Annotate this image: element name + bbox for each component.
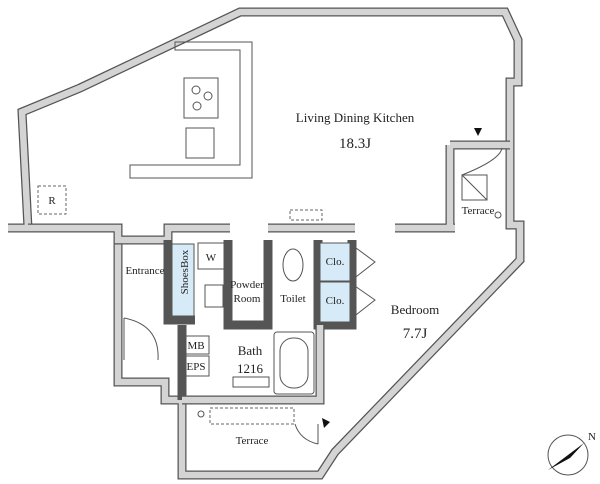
- mb-box: [182, 335, 210, 355]
- mb-label: MB: [187, 340, 204, 352]
- toilet-icon: [282, 248, 304, 282]
- closet-2: [319, 281, 351, 323]
- compass-north-label: N: [588, 431, 596, 443]
- shoes-box-label: ShoesBox: [179, 249, 191, 294]
- washer-label: W: [206, 252, 217, 264]
- closet-1-label: Clo.: [326, 256, 345, 268]
- bedroom-label: Bedroom: [391, 302, 439, 317]
- washbasin: [204, 284, 224, 308]
- bathtub-outer: [273, 331, 315, 395]
- terrace-ne-label: Terrace: [462, 205, 495, 217]
- bath-counter: [232, 376, 270, 388]
- sink-icon: [185, 127, 215, 159]
- toilet-label: Toilet: [280, 293, 306, 305]
- entrance-label: Entrance: [125, 265, 164, 277]
- terrace-ne: Terrace: [461, 128, 503, 219]
- eps-label: EPS: [187, 361, 206, 373]
- terrace-s-window: [209, 407, 295, 425]
- washer-space: [197, 242, 226, 270]
- terrace-arrow-icon: [322, 418, 330, 428]
- closet-2-label: Clo.: [326, 295, 345, 307]
- powder-room-label-line1: Powder: [230, 279, 264, 291]
- entry-arrow-icon: [474, 128, 482, 136]
- ldk-size: 18.3J: [339, 136, 371, 152]
- bath-label: Bath: [238, 343, 263, 358]
- stove-icon: [183, 77, 219, 119]
- powder-room-label-line2: Room: [234, 293, 261, 305]
- closet-1: [319, 242, 351, 282]
- kitchen-counter: [129, 41, 253, 179]
- bathtub-icon: [279, 337, 309, 389]
- window-sill: [289, 209, 323, 221]
- eps-box: [182, 355, 210, 377]
- entrance-door: [123, 317, 159, 361]
- refrigerator-label: R: [48, 195, 56, 207]
- shoes-box: [171, 243, 195, 317]
- compass-needle-icon: [548, 443, 584, 470]
- walls: [8, 7, 525, 480]
- bath-size: 1216: [237, 361, 264, 376]
- closet-doors: [351, 244, 376, 319]
- refrigerator-space: [37, 185, 67, 215]
- terrace-s-label: Terrace: [236, 435, 269, 447]
- bedroom-size: 7.7J: [403, 326, 428, 342]
- ldk-label: Living Dining Kitchen: [296, 110, 415, 125]
- compass: N: [547, 431, 596, 476]
- terrace-s-door: [294, 423, 319, 445]
